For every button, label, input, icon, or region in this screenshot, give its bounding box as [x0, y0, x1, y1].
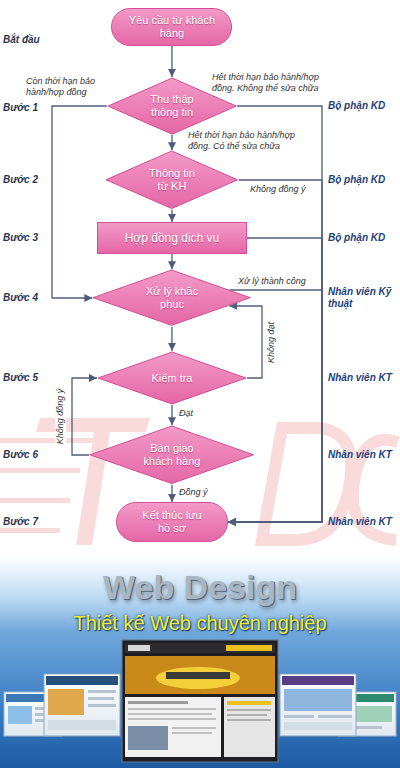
flow-arrow	[171, 405, 172, 425]
screenshot-right	[280, 674, 356, 736]
process-outline	[98, 223, 247, 254]
step-label: Bước 1	[3, 102, 38, 114]
screenshot-left	[44, 674, 120, 736]
flow-arrow	[171, 46, 172, 77]
node-text: Yêu cầu từ khách hàng	[126, 14, 218, 40]
node-text-group: Bàn giao khách hàng	[141, 442, 203, 468]
decision-diamond: Bàn giao khách hàng	[89, 425, 255, 485]
role-label: Nhân viên KT	[328, 449, 396, 461]
diamond-outline	[98, 352, 246, 404]
flow-arrow	[171, 254, 172, 269]
terminal-outline	[112, 9, 232, 46]
role-label: Bộ phận KD	[328, 232, 396, 244]
banner-background	[0, 556, 400, 768]
step-label: Bước 2	[3, 174, 38, 186]
node-text-group: Hợp đồng dịch vụ	[125, 231, 220, 245]
diamond-outline	[93, 270, 250, 325]
node-text-group: Kết thúc lưu hồ sơ	[140, 509, 204, 535]
banner-title: Web Design	[0, 568, 400, 606]
edge-label: Xử lý thành công	[238, 276, 318, 287]
node-text: Kiểm tra	[152, 372, 193, 385]
role-label: Nhân viên Kỹ thuật	[328, 286, 396, 310]
screenshot-center	[122, 640, 278, 762]
edge-label: Hết thời hạn bảo hành/hợp đồng. Không th…	[212, 72, 330, 94]
connector-group	[52, 46, 322, 522]
flow-arrow	[171, 327, 172, 351]
process-box: Hợp đồng dịch vụ	[97, 222, 247, 254]
edge-label: Còn thời hạn bảo hành/hợp đồng	[26, 76, 112, 98]
website-screenshots	[4, 640, 396, 762]
step-label: Bước 6	[3, 449, 38, 461]
step-label: Bước 7	[3, 516, 38, 528]
edge-label: Đạt	[179, 408, 193, 419]
flow-arrow	[229, 306, 262, 378]
flow-arrow	[52, 106, 107, 298]
flow-arrow	[171, 485, 172, 502]
flow-arrow	[72, 378, 97, 455]
node-text: Kết thúc lưu hồ sơ	[140, 509, 204, 535]
edge-label: Hết thời hạn bảo hành/hợp đồng. Có thể s…	[188, 130, 318, 152]
node-text: Thông tin từ KH	[143, 167, 201, 193]
step-label: Bước 5	[3, 372, 38, 384]
node-text-group: Yêu cầu từ khách hàng	[126, 14, 218, 40]
role-label: Bộ phận KD	[328, 174, 396, 186]
terminal-box: Yêu cầu từ khách hàng	[111, 8, 232, 46]
diamond-outline	[90, 426, 254, 484]
role-label: Nhân viên KT	[328, 516, 396, 528]
node-text-group: Thông tin từ KH	[143, 167, 201, 193]
flow-arrow	[228, 238, 322, 522]
node-text-group: Thu thập thông tin	[143, 93, 201, 119]
node-text: Hợp đồng dịch vụ	[125, 231, 220, 245]
edge-label: Không đồng ý	[250, 184, 318, 195]
step-label: Bước 4	[3, 292, 38, 304]
edge-label: Không đồng ý	[55, 388, 66, 444]
diamond-outline	[106, 151, 238, 209]
decision-diamond: Xử lý khắc phục	[92, 269, 251, 326]
role-label: Nhân viên KT	[328, 372, 396, 384]
start-label: Bắt đầu	[3, 34, 40, 46]
node-text: Thu thập thông tin	[143, 93, 201, 119]
decision-diamond: Thông tin từ KH	[105, 150, 239, 210]
step-label: Bước 3	[3, 232, 38, 244]
edge-label: Không đạt	[266, 321, 277, 362]
flow-arrow	[228, 290, 322, 522]
terminal-box: Kết thúc lưu hồ sơ	[116, 502, 228, 542]
banner-subtitle: Thiết kế Web chuyên nghiệp	[0, 611, 400, 635]
terminal-outline	[117, 503, 228, 542]
node-text: Xử lý khắc phục	[141, 285, 203, 311]
decision-diamond: Kiểm tra	[97, 351, 247, 405]
role-label: Bộ phận KD	[328, 100, 396, 112]
edge-label: Đồng ý	[179, 487, 208, 498]
node-text: Bàn giao khách hàng	[141, 442, 203, 468]
flow-arrow	[171, 210, 172, 222]
flow-arrow	[171, 135, 172, 150]
node-text-group: Kiểm tra	[152, 372, 193, 385]
node-text-group: Xử lý khắc phục	[141, 285, 203, 311]
